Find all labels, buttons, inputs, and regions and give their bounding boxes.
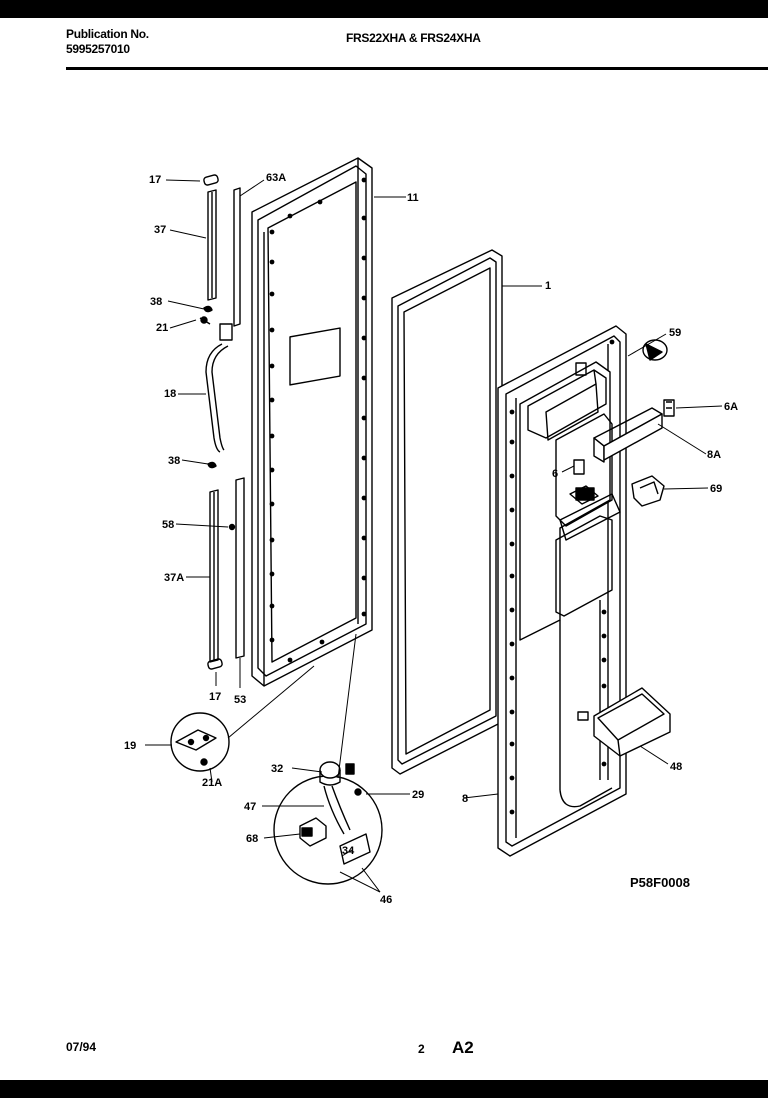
callout-38-mid: 38	[168, 455, 180, 467]
callout-58: 58	[162, 519, 174, 531]
switch-detail	[273, 761, 383, 885]
callout-37a: 37A	[164, 572, 184, 584]
leader-lines	[145, 179, 723, 893]
callout-6a: 6A	[724, 401, 738, 413]
callout-46: 46	[380, 894, 392, 906]
callout-34: 34	[342, 845, 355, 857]
callout-37: 37	[154, 224, 166, 236]
top-border-bar	[0, 0, 768, 18]
callout-32: 32	[271, 763, 283, 775]
handle-parts	[199, 174, 245, 670]
model-numbers: FRS22XHA & FRS24XHA	[346, 31, 481, 45]
callout-21: 21	[156, 322, 168, 334]
footer-page-number: 2	[418, 1042, 425, 1056]
callout-17-top: 17	[149, 174, 161, 186]
callout-19: 19	[124, 740, 136, 752]
header-rule	[66, 67, 768, 70]
callout-11: 11	[407, 192, 419, 204]
callout-63a: 63A	[266, 172, 286, 184]
callout-1: 1	[545, 280, 551, 292]
callout-68: 68	[246, 833, 258, 845]
callout-8: 8	[462, 793, 468, 805]
inner-door-liner	[497, 325, 627, 857]
footer-section: A2	[452, 1038, 474, 1057]
outer-door-panel	[251, 157, 373, 687]
callout-6: 6	[552, 468, 558, 480]
callout-8a: 8A	[707, 449, 721, 461]
footer-date: 07/94	[66, 1040, 97, 1054]
callout-53: 53	[234, 694, 246, 706]
callout-21a: 21A	[202, 777, 222, 789]
dispenser-parts	[573, 339, 675, 507]
hinge-detail	[170, 712, 230, 772]
callout-29: 29	[412, 789, 424, 801]
door-bin	[577, 687, 671, 757]
callout-69: 69	[710, 483, 722, 495]
callout-17-bottom: 17	[209, 691, 221, 703]
callout-38-top: 38	[150, 296, 162, 308]
publication-label: Publication No.	[66, 27, 149, 41]
callout-47: 47	[244, 801, 256, 813]
callout-48: 48	[670, 761, 682, 773]
drawing-code: P58F0008	[630, 875, 690, 890]
callout-18: 18	[164, 388, 176, 400]
bottom-border-bar	[0, 1080, 768, 1098]
publication-number: 5995257010	[66, 42, 130, 56]
callout-59: 59	[669, 327, 681, 339]
door-gasket	[391, 249, 503, 775]
